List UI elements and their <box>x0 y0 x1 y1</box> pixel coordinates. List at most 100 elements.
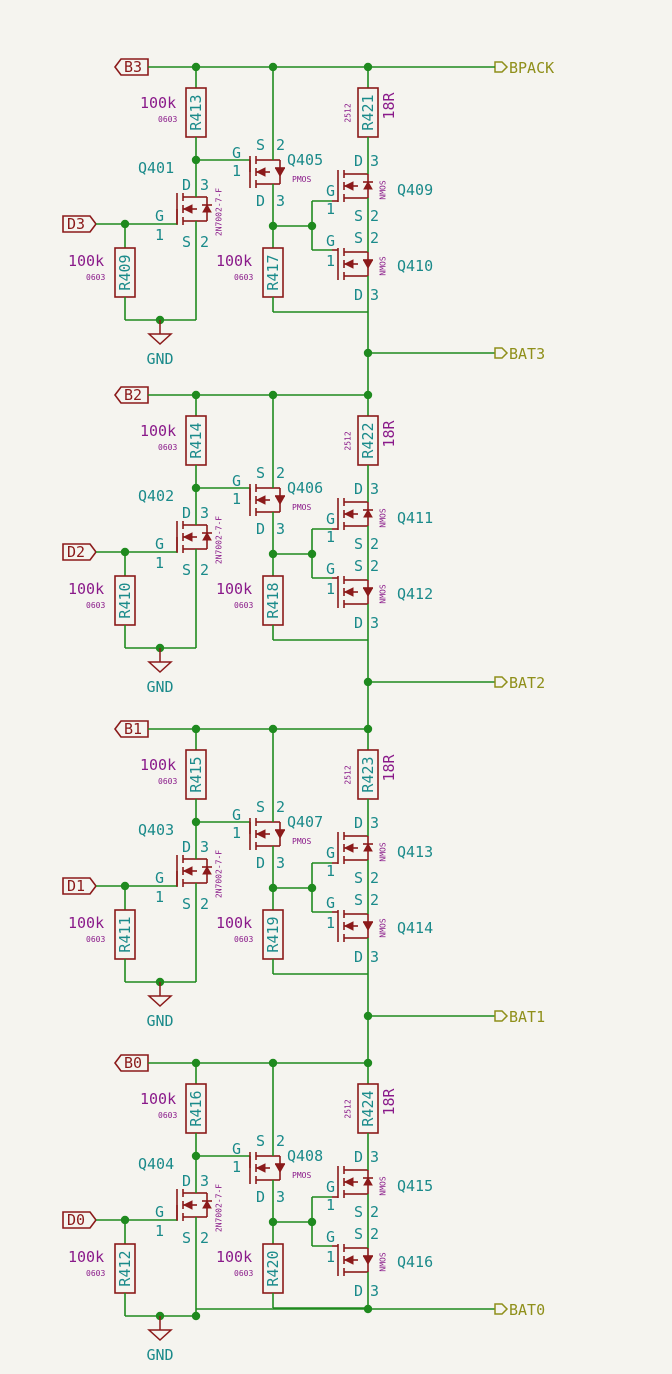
resistor-value: 100k <box>68 1248 104 1266</box>
resistor-package: 0603 <box>158 115 177 124</box>
pin-d: D <box>256 1188 265 1206</box>
pin-1b: 1 <box>326 528 335 546</box>
pin-d: D <box>354 152 363 170</box>
nmos-ref: Q415 <box>397 1177 433 1195</box>
resistor-value: 100k <box>68 252 104 270</box>
pin-d: D <box>182 1172 191 1190</box>
resistor-top: R413 100k 0603 <box>140 67 207 185</box>
stage-b1: B1R415100k0603Q403DSG1322N7002-7-FD1R411… <box>62 720 545 1063</box>
pin-3: 3 <box>276 520 285 538</box>
nmos-type: NMOS <box>379 180 388 199</box>
pin-d: D <box>354 1282 363 1300</box>
pin-2: 2 <box>370 535 379 553</box>
pin-s: S <box>182 561 191 579</box>
pin-g: G <box>155 207 164 225</box>
pin-2: 2 <box>370 229 379 247</box>
resistor-r419: R419 <box>262 909 284 960</box>
resistor-ref: R413 <box>187 94 205 130</box>
nmos-type: NMOS <box>379 1176 388 1195</box>
resistor-ref: R415 <box>187 756 205 792</box>
pin-d: D <box>354 480 363 498</box>
label-text: B0 <box>124 1054 142 1072</box>
pin-3: 3 <box>370 480 379 498</box>
resistor-value: 100k <box>216 914 252 932</box>
pin-d: D <box>256 192 265 210</box>
pin-g: G <box>232 144 241 162</box>
pin-2: 2 <box>370 1203 379 1221</box>
pin-3: 3 <box>276 192 285 210</box>
nmos-gate-bus <box>273 1196 332 1247</box>
pin-2: 2 <box>276 464 285 482</box>
resistor-value: 100k <box>216 252 252 270</box>
pin-1: 1 <box>155 888 164 906</box>
pin-g: G <box>326 1228 335 1246</box>
pin-s: S <box>256 798 265 816</box>
mosfet-body <box>176 1189 212 1221</box>
pin-1: 1 <box>326 914 335 932</box>
resistor-r414: R414 <box>185 415 207 466</box>
resistor-value: 18R <box>380 1087 398 1115</box>
nmos-type: NMOS <box>379 1252 388 1271</box>
label-text: D1 <box>67 877 85 895</box>
pmos-type: PMOS <box>292 1171 311 1180</box>
pin-2: 2 <box>370 891 379 909</box>
pin-3: 3 <box>370 286 379 304</box>
resistor-ref: R418 <box>264 582 282 618</box>
pin-2: 2 <box>200 1229 209 1247</box>
mosfet-body <box>249 156 285 188</box>
drive-label-d0: D0 <box>62 1211 97 1229</box>
resistor-package: 0603 <box>86 1269 105 1278</box>
nmos-gate-bus <box>273 528 332 579</box>
pin-d: D <box>354 814 363 832</box>
resistor-ref: R424 <box>359 1090 377 1126</box>
resistor-package: 0603 <box>234 1269 253 1278</box>
resistor-r412: R412 <box>114 1243 136 1294</box>
nmos-ref: Q412 <box>397 585 433 603</box>
resistor-package: 0603 <box>234 273 253 282</box>
resistor-value: 100k <box>140 94 176 112</box>
label-text: D0 <box>67 1211 85 1229</box>
mosfet-body <box>337 498 373 530</box>
pin-3: 3 <box>370 948 379 966</box>
pin-g: G <box>326 844 335 862</box>
resistor-ref: R412 <box>116 1250 134 1286</box>
resistor-package: 0603 <box>86 935 105 944</box>
pin-2: 2 <box>200 233 209 251</box>
pin-s: S <box>354 207 363 225</box>
resistor-ref: R414 <box>187 422 205 458</box>
ground-symbol: GND <box>146 982 174 1030</box>
resistor-r424: R424 <box>357 1083 379 1134</box>
pin-3: 3 <box>370 1282 379 1300</box>
mosfet-body <box>249 484 285 516</box>
pin-s: S <box>354 229 363 247</box>
resistor-value: 100k <box>216 1248 252 1266</box>
port-label: BAT0 <box>509 1301 545 1319</box>
mosfet-body <box>249 818 285 850</box>
label-text: B2 <box>124 386 142 404</box>
pin-3: 3 <box>200 504 209 522</box>
bus-label-b0: B0 <box>114 1054 149 1072</box>
resistor-ref: R416 <box>187 1090 205 1126</box>
resistor-package: 2512 <box>344 103 353 122</box>
mosfet-body <box>176 193 212 225</box>
mosfet-body <box>337 832 373 864</box>
drive-label-d3: D3 <box>62 215 97 233</box>
pin-s: S <box>256 1132 265 1150</box>
pin-g: G <box>155 535 164 553</box>
pin-s: S <box>354 557 363 575</box>
stage-output <box>196 1304 495 1314</box>
pmos-ref: Q406 <box>287 479 323 497</box>
resistor-value: 100k <box>68 914 104 932</box>
pin-3: 3 <box>370 614 379 632</box>
